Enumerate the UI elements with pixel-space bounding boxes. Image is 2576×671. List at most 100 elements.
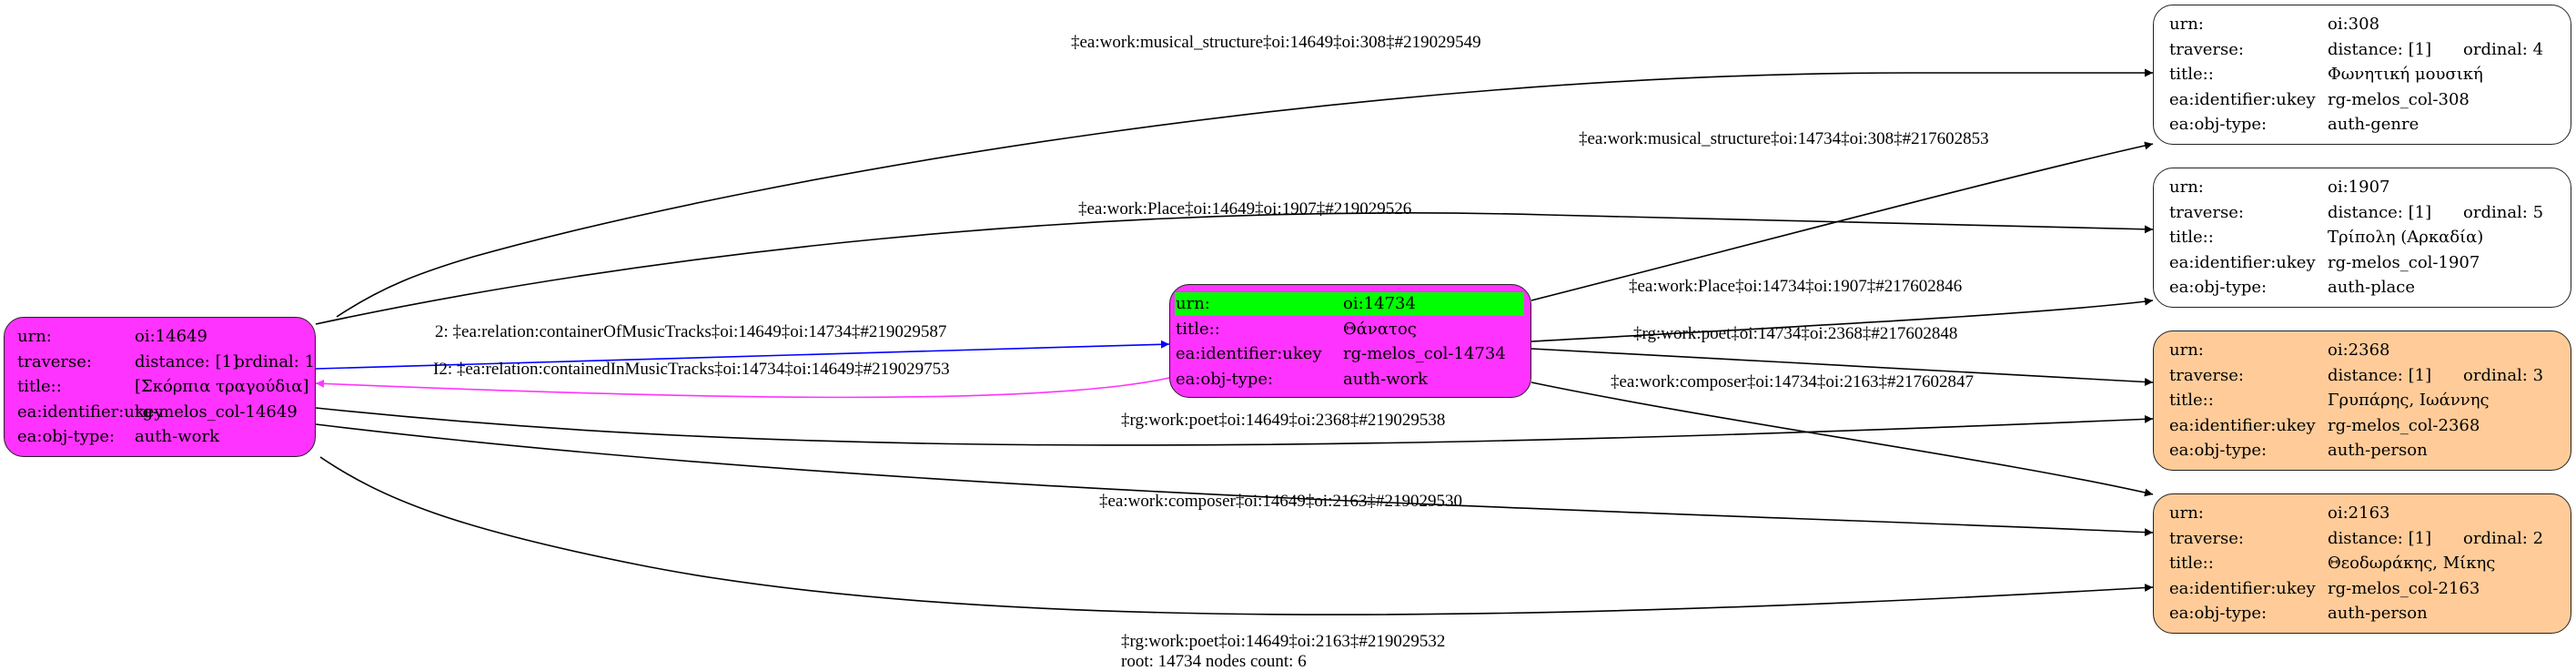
node-row: traverse: distance: [1] ordinal: 3 (2154, 364, 2571, 388)
field-label: traverse: (2169, 365, 2244, 385)
field-value: rg-melos_col-14734 (1343, 344, 1506, 363)
field-label: title:: (2169, 391, 2214, 410)
node-row: ea:identifier:ukey rg-melos_col-2368 (2154, 414, 2571, 438)
edge-n14734-n14649 (315, 377, 1170, 399)
ordinal-value: ordinal: 3 (2463, 365, 2544, 385)
node-row: title::Θάνατος (1170, 318, 1530, 341)
graph-footer: root: 14734 nodes count: 6 (1121, 652, 1307, 671)
node-row: ea:obj-type: auth-work (5, 425, 315, 449)
field-value: [Σκόρπια τραγούδια] (135, 377, 309, 396)
node-row: title::Τρίπολη (Αρκαδία) (2154, 226, 2571, 249)
field-value: distance: [1] (2328, 39, 2432, 59)
edge-n14649-n2163 (315, 423, 2154, 537)
field-value: oi:308 (2328, 15, 2380, 34)
node-row: title::[Σκόρπια τραγούδια] (5, 375, 315, 399)
field-value: oi:1907 (2328, 178, 2390, 197)
node-row: ea:obj-type:auth-person (2154, 602, 2571, 625)
node-row: ea:identifier:ukey rg-melos_col-308 (2154, 88, 2571, 112)
node-n1907[interactable]: urn: oi:1907 traverse: distance: [1] ordinal… (2153, 168, 2571, 308)
field-value: auth-person (2328, 441, 2428, 460)
node-row: urn: oi:2163 (2154, 502, 2571, 525)
field-label: ea:identifier:ukey (2169, 89, 2316, 109)
field-label: ea:identifier:ukey (2169, 252, 2316, 272)
field-value: auth-work (135, 427, 219, 446)
field-value: distance: [1] (2328, 202, 2432, 222)
node-row: traverse: distance: [1] ordinal: 2 (2154, 527, 2571, 551)
field-value: oi:2163 (2328, 503, 2390, 523)
field-label: ea:identifier:ukey (2169, 415, 2316, 435)
field-value: auth-genre (2328, 115, 2419, 134)
field-value: rg-melos_col-14649 (135, 402, 298, 422)
node-row: traverse:distance: [1]ordinal: 4 (2154, 38, 2571, 62)
field-label: urn: (2169, 15, 2204, 34)
node-row: traverse: distance: [1]ordinal: 1 (5, 351, 315, 374)
field-value: distance: [1] (2328, 365, 2432, 385)
node-n2368[interactable]: urn: oi:2368 traverse: distance: [1] ordinal… (2153, 330, 2571, 471)
node-row: urn: oi:308 (2154, 13, 2571, 36)
edge-label: ‡rg:work:poet‡oi:14649‡oi:2163‡#21902953… (1121, 632, 1446, 651)
edge-n14734-n308 (1530, 141, 2154, 301)
ordinal-value: ordinal: 1 (235, 351, 316, 371)
field-value: distance: [1] (2328, 528, 2432, 548)
field-label: traverse: (2169, 202, 2244, 222)
edge-label: ‡ea:work:musical_structure‡oi:14649‡oi:3… (1071, 33, 1481, 52)
edge-label: ‡ea:work:Place‡oi:14734‡oi:1907‡#2176028… (1629, 277, 1963, 296)
field-label: traverse: (2169, 528, 2244, 548)
edge-label: ‡ea:work:musical_structure‡oi:14734‡oi:3… (1579, 129, 1989, 148)
field-label: ea:obj-type: (2169, 604, 2268, 623)
node-n2163[interactable]: urn: oi:2163 traverse: distance: [1] ordinal… (2153, 493, 2571, 634)
edge-n14734-n1907 (1530, 297, 2154, 342)
field-value: oi:14734 (1343, 294, 1416, 313)
edge-n14649-n1907 (315, 212, 2154, 325)
edge-label: ‡rg:work:poet‡oi:14649‡oi:2368‡#21902953… (1121, 411, 1446, 430)
field-label: ea:obj-type: (2169, 278, 2268, 297)
field-label: urn: (17, 327, 52, 346)
field-label: title:: (2169, 554, 2214, 573)
node-row: ea:identifier:ukey rg-melos_col-2163 (2154, 577, 2571, 601)
edge-n14734-n2368 (1530, 348, 2154, 386)
field-value: auth-work (1343, 369, 1428, 389)
field-value: rg-melos_col-308 (2328, 89, 2470, 109)
edge-label: ‡ea:work:composer‡oi:14734‡oi:2163‡#2176… (1611, 372, 1974, 391)
edge-label: 2: ‡ea:relation:containerOfMusicTracks‡o… (435, 322, 947, 341)
node-row: urn: oi:1907 (2154, 176, 2571, 199)
field-value: rg-melos_col-2368 (2328, 415, 2480, 435)
field-label: title:: (17, 377, 62, 396)
node-row: ea:obj-type: auth-person (2154, 439, 2571, 463)
edge-n14649-n2163 (319, 456, 2154, 615)
field-label: ea:identifier:ukey (1176, 344, 1322, 363)
field-label: urn: (2169, 341, 2204, 360)
field-label: traverse: (17, 351, 92, 371)
node-row: urn: oi:2368 (2154, 339, 2571, 362)
field-value: Γρυπάρης, Ιωάννης (2328, 391, 2490, 410)
node-row: urn:oi:14649 (5, 325, 315, 349)
ordinal-value: ordinal: 5 (2463, 202, 2544, 222)
field-label: title:: (2169, 65, 2214, 84)
field-value: Φωνητική μουσική (2328, 65, 2483, 84)
field-label: ea:obj-type: (17, 427, 116, 446)
edge-n14734-n2163 (1530, 381, 2154, 497)
field-label: ea:identifier:ukey (2169, 578, 2316, 598)
field-value: oi:2368 (2328, 341, 2390, 360)
field-label: urn: (2169, 178, 2204, 197)
node-row: title::Φωνητική μουσική (2154, 63, 2571, 86)
node-row: title::Θεοδωράκης, Μίκης (2154, 552, 2571, 575)
field-label: urn: (2169, 503, 2204, 523)
edge-label: ‡ea:work:Place‡oi:14649‡oi:1907‡#2190295… (1078, 199, 1412, 219)
field-label: urn: (1176, 294, 1210, 313)
node-row: ea:identifier:ukey rg-melos_col-14734 (1170, 342, 1530, 366)
field-label: title:: (2169, 228, 2214, 247)
edge-n14649-n308 (336, 68, 2153, 318)
field-value: rg-melos_col-2163 (2328, 578, 2480, 598)
ordinal-value: ordinal: 2 (2463, 528, 2544, 548)
field-label: ea:obj-type: (1176, 369, 1274, 389)
field-label: traverse: (2169, 39, 2244, 59)
field-value: distance: [1] (135, 351, 239, 371)
edge-label: ‡ea:work:composer‡oi:14649‡oi:2163‡#2190… (1099, 492, 1462, 511)
field-label: ea:obj-type: (2169, 441, 2268, 460)
